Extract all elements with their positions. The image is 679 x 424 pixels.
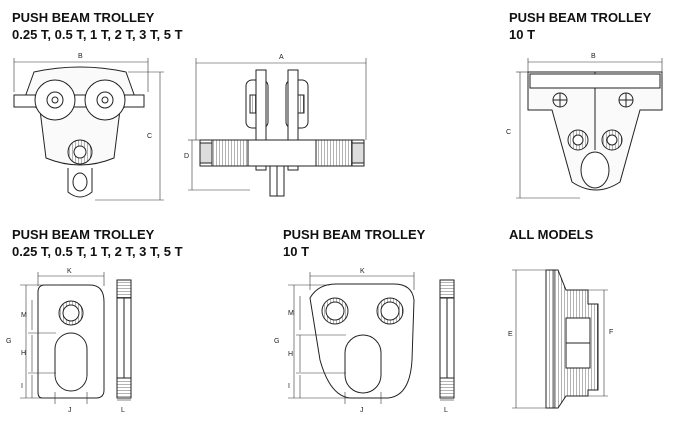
dim-label-g-10t: G [274,338,279,345]
dim-label-h-10t: H [288,351,293,358]
wheel-section-view [545,269,599,409]
trolley-small-front-view [13,66,145,198]
dim-label-f: F [609,329,613,336]
header-title: PUSH BEAM TROLLEY [12,227,155,242]
trolley-side-dimensions [188,58,367,191]
dim-label-m-small: M [21,312,27,319]
header-subtitle: 10 T [283,244,310,259]
dim-label-b-10t: B [591,53,596,60]
sideplate-10t-view [309,279,455,399]
header-title: PUSH BEAM TROLLEY [509,10,652,25]
trolley-10t-dimensions [516,58,663,199]
dim-label-c-small: C [147,133,152,140]
dim-label-m-10t: M [288,310,294,317]
sideplate-small-dimensions [20,272,131,404]
dim-label-j-10t: J [360,407,364,414]
dim-label-g-small: G [6,338,11,345]
header-title: ALL MODELS [509,227,594,242]
header-trolley-small-front: PUSH BEAM TROLLEY 0.25 T, 0.5 T, 1 T, 2 … [12,9,183,43]
dim-label-l-10t: L [444,407,448,414]
dim-label-d: D [184,153,189,160]
dim-label-k-10t: K [360,268,365,275]
header-sideplate-small: PUSH BEAM TROLLEY 0.25 T, 0.5 T, 1 T, 2 … [12,226,183,260]
header-subtitle: 0.25 T, 0.5 T, 1 T, 2 T, 3 T, 5 T [12,244,183,259]
header-subtitle: 10 T [509,27,536,42]
dim-label-j-small: J [68,407,72,414]
trolley-small-dimensions [13,58,164,201]
dim-label-a: A [279,54,284,61]
header-title: PUSH BEAM TROLLEY [283,227,426,242]
dim-label-e: E [508,331,513,338]
header-all-models: ALL MODELS [509,226,593,243]
header-sideplate-10t: PUSH BEAM TROLLEY 10 T [283,226,425,260]
dim-label-l-small: L [121,407,125,414]
dim-label-h-small: H [21,350,26,357]
dim-label-c-10t: C [506,129,511,136]
dim-label-b-small: B [78,53,83,60]
dim-label-i-small: I [21,383,23,390]
dim-label-i-10t: I [288,383,290,390]
header-trolley-10t-front: PUSH BEAM TROLLEY 10 T [509,9,651,43]
dim-label-k-small: K [67,268,72,275]
trolley-10t-front-view [527,71,663,191]
wheel-section-dimensions [512,269,608,409]
header-title: PUSH BEAM TROLLEY [12,10,155,25]
sideplate-10t-dimensions [288,272,454,404]
sideplate-small-view [37,279,132,399]
trolley-side-view [199,69,365,197]
header-subtitle: 0.25 T, 0.5 T, 1 T, 2 T, 3 T, 5 T [12,27,183,42]
